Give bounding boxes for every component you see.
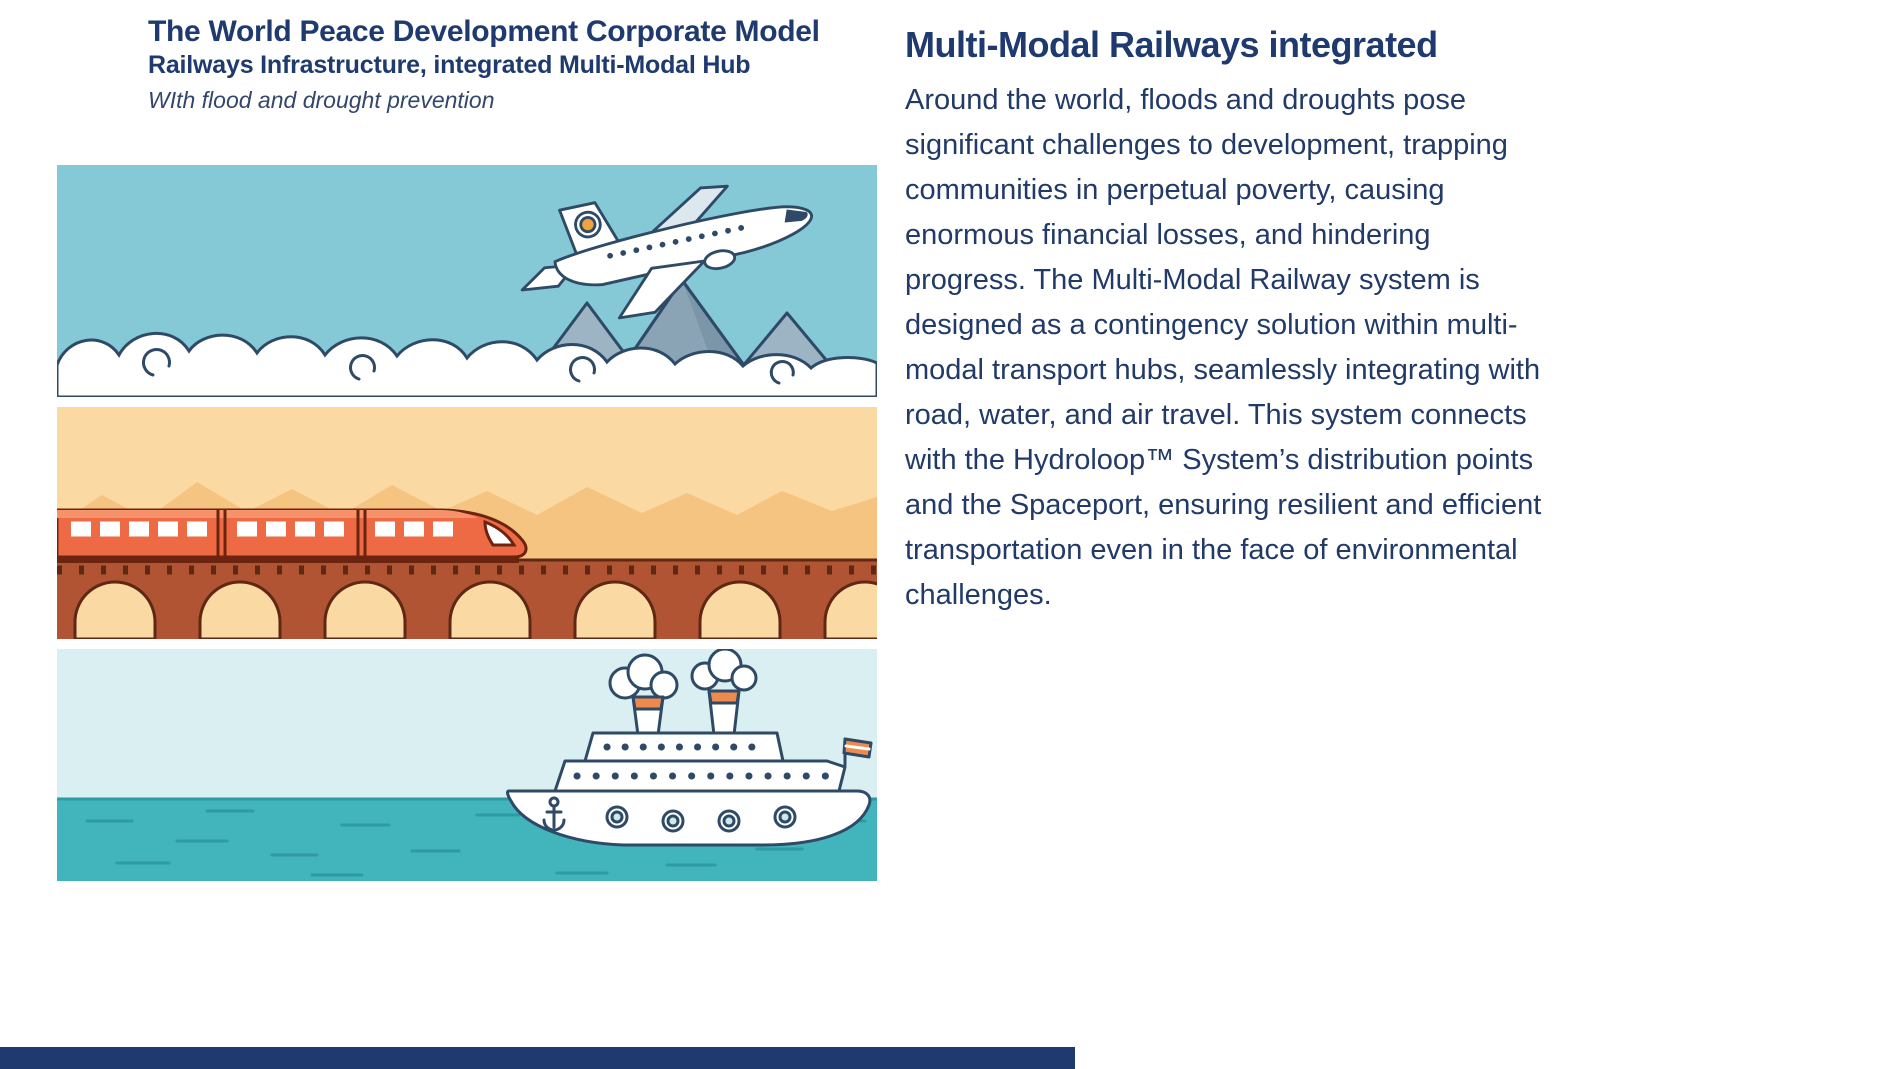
article-heading: Multi-Modal Railways integrated	[905, 24, 1438, 65]
footer-bar	[0, 1047, 1075, 1069]
anchor-icon	[542, 796, 566, 832]
rail-travel-panel	[57, 407, 877, 639]
hull	[506, 789, 872, 847]
article-body: Around the world, floods and droughts po…	[905, 84, 1542, 611]
airplane-icon	[520, 184, 813, 320]
airplane-illustration	[57, 165, 877, 397]
illustration-column	[57, 165, 877, 881]
slide-header: The World Peace Development Corporate Mo…	[148, 14, 820, 114]
deck-title: The World Peace Development Corporate Mo…	[148, 15, 820, 48]
portholes	[605, 805, 797, 833]
sea-travel-panel	[57, 649, 877, 881]
clouds	[57, 331, 877, 397]
ship-illustration	[57, 649, 877, 881]
article: Multi-Modal Railways integrated Around t…	[905, 24, 1555, 618]
train-illustration	[57, 407, 877, 639]
main-deck	[553, 759, 847, 793]
train-icon	[57, 508, 528, 563]
deck-tagline: WIth flood and drought prevention	[148, 87, 495, 113]
air-travel-panel	[57, 165, 877, 397]
ship-icon	[506, 649, 873, 847]
funnels	[631, 689, 741, 737]
viaduct	[57, 558, 877, 639]
deck-subtitle: Railways Infrastructure, integrated Mult…	[148, 51, 751, 79]
smoke	[608, 649, 758, 700]
